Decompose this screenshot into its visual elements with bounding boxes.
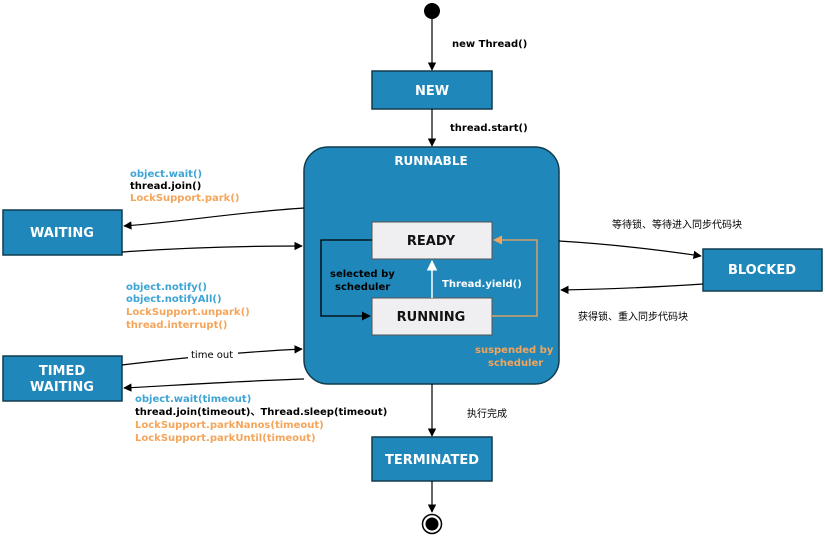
arrow-blocked-to-runnable: [560, 283, 704, 295]
label-selected-line2: scheduler: [335, 282, 390, 293]
from-waiting-methods: object.notify() object.notifyAll() LockS…: [126, 282, 250, 331]
state-terminated-label: TERMINATED: [385, 453, 479, 468]
to-waiting-method: object.wait(): [130, 169, 202, 180]
state-waiting-label: WAITING: [30, 226, 94, 241]
state-terminated[interactable]: [371, 436, 493, 482]
state-timed-waiting-label-2: WAITING: [30, 380, 94, 395]
arrow-waiting-to-runnable: [121, 241, 303, 253]
label-time-out: time out: [191, 350, 233, 361]
initial-node: [424, 3, 440, 19]
arrow-suspended: [492, 235, 538, 317]
arrow-runnable-to-waiting: [123, 207, 305, 230]
timeout-label-bg: [188, 347, 238, 361]
arrow-runnable-to-timed-waiting: [123, 378, 305, 392]
arrow-runnable-to-blocked: [558, 240, 702, 260]
from-waiting-method: object.notify(): [126, 282, 207, 293]
state-runnable-label: RUNNABLE: [394, 154, 467, 168]
state-waiting[interactable]: [2, 209, 123, 256]
state-timed-waiting-label-1: TIMED: [39, 364, 86, 379]
label-wait-lock: 等待锁、等待进入同步代码块: [612, 218, 742, 231]
to-timed-waiting-methods: object.wait(timeout) thread.join(timeout…: [135, 394, 387, 444]
state-new-label: NEW: [415, 84, 449, 99]
from-waiting-method: LockSupport.unpark(): [126, 307, 250, 318]
state-timed-waiting[interactable]: [2, 355, 123, 402]
label-selected-line1: selected by: [330, 269, 395, 280]
final-node-core: [425, 517, 439, 531]
label-thread-yield: Thread.yield(): [442, 279, 522, 290]
label-got-lock: 获得锁、重入同步代码块: [578, 310, 688, 323]
state-running-label: RUNNING: [397, 310, 466, 325]
state-ready-label: READY: [407, 234, 456, 249]
state-blocked-label: BLOCKED: [728, 263, 796, 278]
to-timed-waiting-method: LockSupport.parkUntil(timeout): [135, 433, 316, 444]
from-waiting-method: object.notifyAll(): [126, 294, 222, 305]
to-timed-waiting-method: thread.join(timeout)、Thread.sleep(timeou…: [135, 407, 387, 418]
label-new-thread: new Thread(): [452, 39, 527, 50]
label-finished: 执行完成: [467, 407, 507, 420]
from-waiting-method: thread.interrupt(): [126, 320, 228, 331]
label-suspended-line2: scheduler: [488, 358, 543, 369]
to-waiting-method: LockSupport.park(): [130, 193, 239, 204]
to-waiting-methods: object.wait() thread.join() LockSupport.…: [130, 169, 239, 204]
label-suspended-line1: suspended by: [475, 345, 554, 356]
label-thread-start: thread.start(): [450, 123, 528, 134]
to-timed-waiting-method: LockSupport.parkNanos(timeout): [135, 420, 324, 431]
to-timed-waiting-method: object.wait(timeout): [135, 394, 251, 405]
arrow-ready-to-running: [320, 239, 372, 321]
state-blocked[interactable]: [702, 248, 823, 292]
to-waiting-method: thread.join(): [130, 181, 201, 192]
